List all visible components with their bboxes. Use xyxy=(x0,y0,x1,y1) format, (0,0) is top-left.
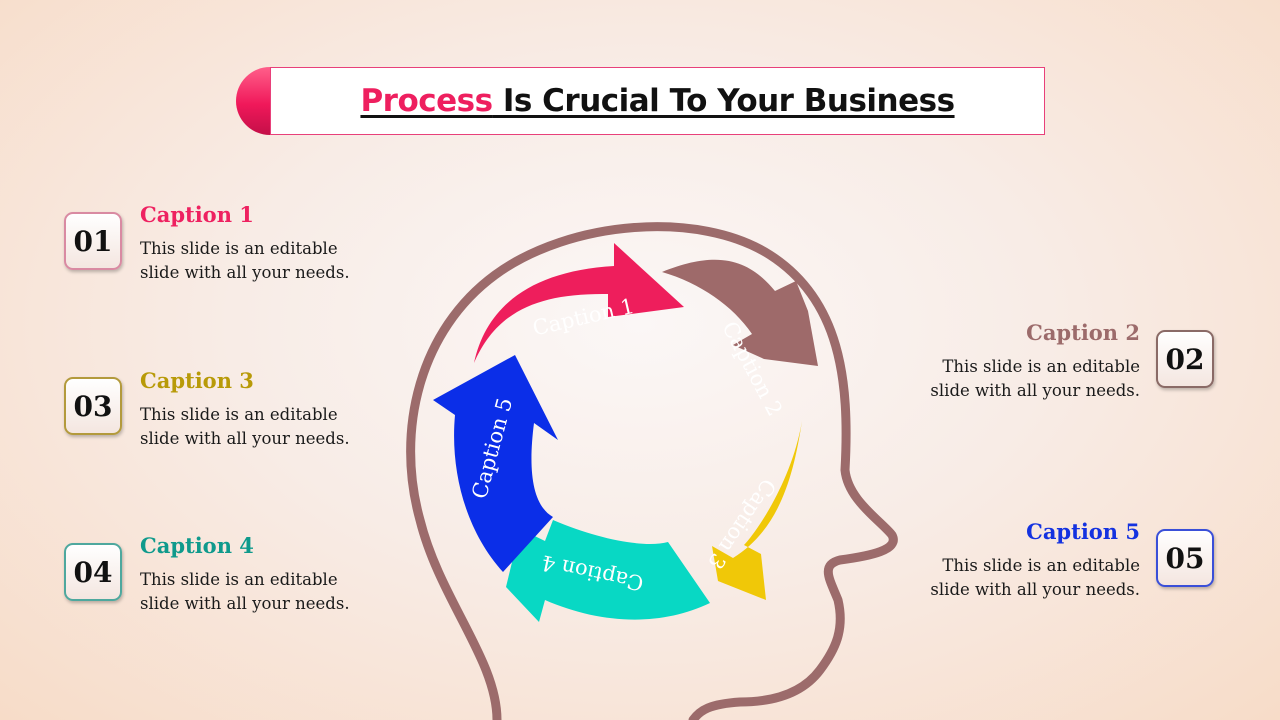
title-rest: Is Crucial To Your Business xyxy=(492,83,955,119)
step-badge-03: 03 xyxy=(64,377,122,435)
arrow-3 xyxy=(712,421,802,600)
page-title: Process Is Crucial To Your Business xyxy=(360,83,955,119)
arrow-2 xyxy=(662,259,818,366)
title-accent-word: Process xyxy=(360,83,493,119)
caption-text-3: This slide is an editable slide with all… xyxy=(140,405,350,448)
caption-text-2: This slide is an editable slide with all… xyxy=(930,357,1140,400)
cycle-arrows xyxy=(433,243,818,622)
caption-text-1: This slide is an editable slide with all… xyxy=(140,239,350,282)
arrow-label-1: Caption 1 xyxy=(530,294,636,341)
arrow-5 xyxy=(433,355,558,572)
caption-title-3: Caption 3 xyxy=(140,368,254,393)
arrow-4 xyxy=(506,520,710,622)
step-badge-01: 01 xyxy=(64,212,122,270)
caption-title-2: Caption 2 xyxy=(1026,320,1140,345)
caption-text-5: This slide is an editable slide with all… xyxy=(930,556,1140,599)
caption-text-4: This slide is an editable slide with all… xyxy=(140,570,350,613)
step-badge-04: 04 xyxy=(64,543,122,601)
arrow-1 xyxy=(474,243,684,363)
title-banner: Process Is Crucial To Your Business xyxy=(270,67,1045,135)
step-badge-02: 02 xyxy=(1156,330,1214,388)
caption-title-1: Caption 1 xyxy=(140,202,254,227)
head-outline xyxy=(406,222,898,720)
step-badge-05: 05 xyxy=(1156,529,1214,587)
caption-title-5: Caption 5 xyxy=(1026,519,1140,544)
caption-title-4: Caption 4 xyxy=(140,533,254,558)
